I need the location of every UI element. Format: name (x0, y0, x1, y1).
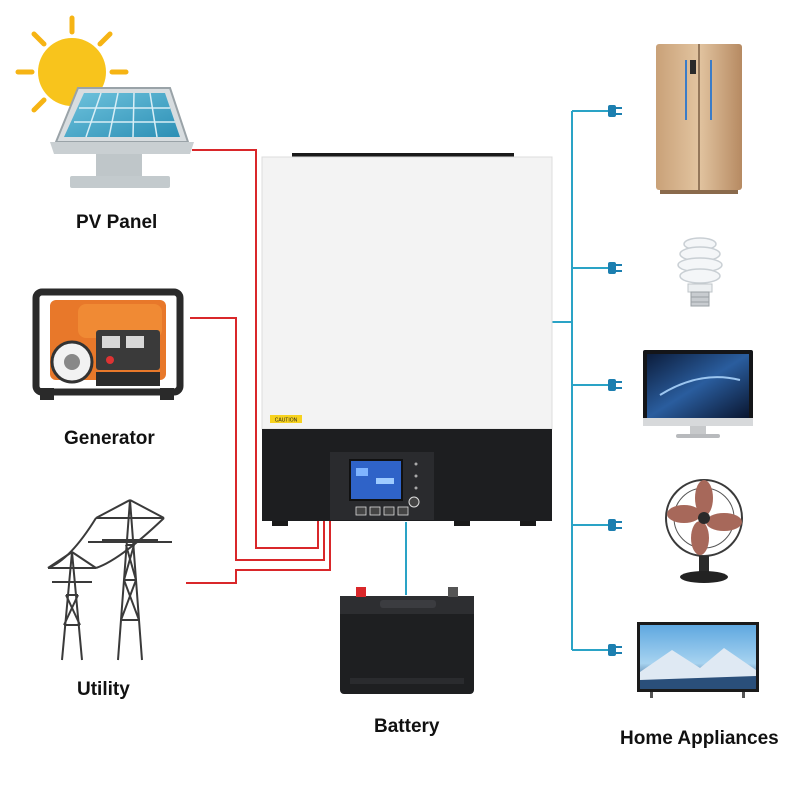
monitor-icon (643, 350, 753, 438)
plug-icon (608, 644, 622, 656)
fan-icon (666, 480, 742, 583)
plug-icon (608, 105, 622, 117)
tv-icon (637, 622, 759, 698)
plug-icon (608, 262, 622, 274)
solar-panel-icon (50, 88, 194, 188)
plug-icon (608, 379, 622, 391)
pv-panel-label: PV Panel (76, 212, 157, 234)
inverter: CAUTION (262, 153, 552, 526)
refrigerator-icon (656, 44, 742, 194)
generator-label: Generator (64, 428, 155, 450)
utility-label: Utility (77, 679, 130, 701)
plug-icons (608, 105, 622, 656)
cfl-bulb-icon (678, 238, 722, 306)
generator-icon (36, 292, 180, 400)
utility-wire (186, 520, 330, 583)
control-button (398, 507, 408, 515)
indicator-led (415, 487, 418, 490)
control-button (356, 507, 366, 515)
control-button (384, 507, 394, 515)
battery-label: Battery (374, 716, 439, 738)
power-button (409, 497, 419, 507)
control-button (370, 507, 380, 515)
indicator-led (415, 475, 418, 478)
battery-icon (340, 587, 474, 694)
home-appliances-label: Home Appliances (620, 728, 779, 750)
plug-icon (608, 519, 622, 531)
power-tower-icon (48, 500, 172, 660)
caution-text: CAUTION (275, 418, 298, 424)
indicator-led (415, 463, 418, 466)
